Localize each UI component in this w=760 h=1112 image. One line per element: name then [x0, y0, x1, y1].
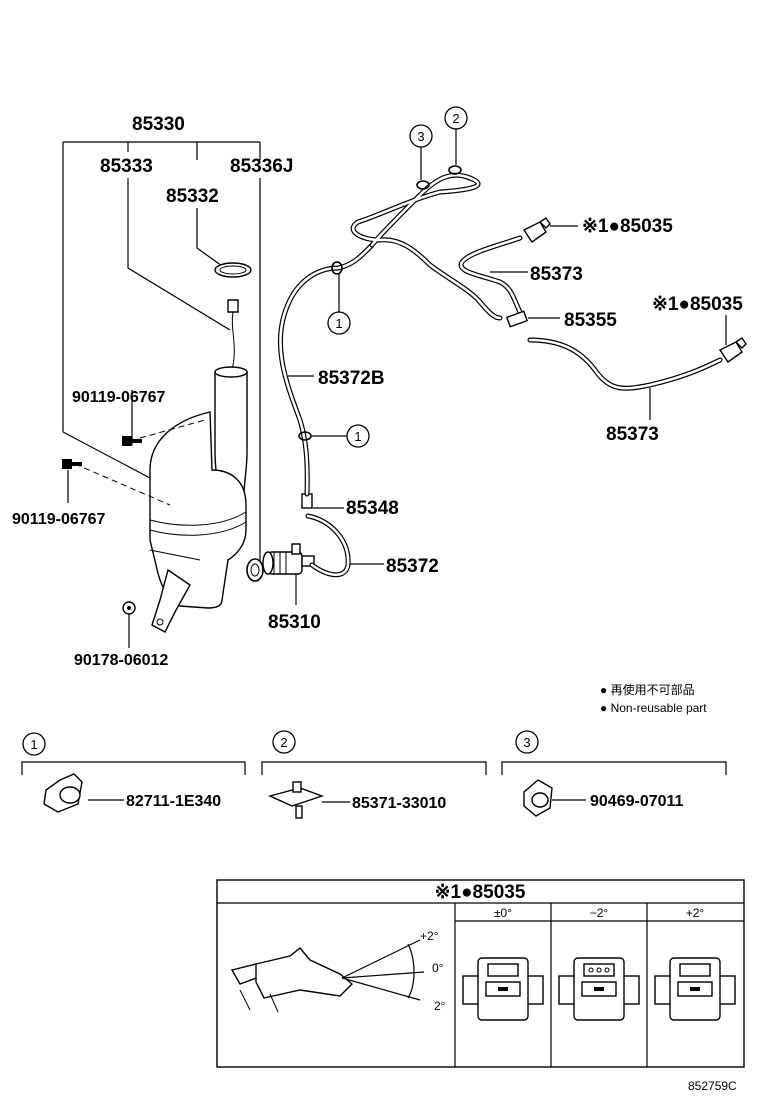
nozzle-lower-icon	[718, 337, 747, 363]
hose-network	[277, 165, 723, 578]
label-85332[interactable]: 85332	[166, 186, 219, 207]
label-85336J[interactable]: 85336J	[230, 156, 293, 177]
clip-bottom-icon	[122, 601, 136, 615]
svg-text:2: 2	[452, 111, 459, 126]
col-minus2: −2°	[590, 906, 609, 920]
connector-face-plus2	[654, 957, 736, 1021]
callout-1-hood[interactable]: 1	[327, 311, 351, 335]
clip-detail-3: 3 90469-07011	[501, 730, 727, 817]
svg-text:1: 1	[335, 316, 342, 331]
callout-1-hose[interactable]: 1	[346, 424, 370, 448]
label-nozzle-upper[interactable]: ※1●85035	[582, 216, 673, 237]
svg-text:1: 1	[30, 737, 37, 752]
connector-face-minus2	[558, 957, 640, 1021]
callout-2-top[interactable]: 2	[444, 106, 468, 130]
label-bolt-lower[interactable]: 90119-06767	[12, 511, 106, 528]
label-85372[interactable]: 85372	[386, 556, 439, 577]
angle-0: 0°	[432, 961, 444, 975]
svg-text:2: 2	[280, 735, 287, 750]
grommet-85336J	[246, 558, 264, 582]
clip-detail-2: 2 85371-33010	[261, 730, 487, 819]
label-85333[interactable]: 85333	[100, 156, 153, 177]
label-85348[interactable]: 85348	[346, 498, 399, 519]
bolt-lower-icon	[62, 459, 82, 469]
table-title: ※1●85035	[435, 882, 526, 903]
svg-text:3: 3	[523, 735, 530, 750]
legend-english: ● Non-reusable part	[600, 701, 707, 715]
col-plus2: +2°	[686, 906, 705, 920]
legend-japanese: ● 再使用不可部品	[600, 682, 695, 697]
nozzle-adjust-table: ※1●85035 ±0° −2° +2° +2° 0° 2°	[216, 879, 745, 1068]
svg-text:3: 3	[417, 129, 424, 144]
label-85355[interactable]: 85355	[564, 310, 617, 331]
angle-minus2: 2°	[434, 999, 446, 1013]
clip-1-part[interactable]: 82711-1E340	[126, 793, 221, 810]
label-bolt-upper[interactable]: 90119-06767	[72, 389, 166, 406]
label-85330[interactable]: 85330	[132, 114, 185, 135]
svg-text:1: 1	[354, 429, 361, 444]
connector-face-0	[462, 957, 544, 1021]
clip-detail-1: 1 82711-1E340	[21, 732, 246, 813]
bolt-upper-icon	[122, 436, 142, 446]
nozzle-upper-icon	[522, 217, 551, 243]
diagram-code: 852759C	[688, 1079, 737, 1093]
label-clip-bottom[interactable]: 90178-06012	[74, 652, 168, 669]
callout-3-top[interactable]: 3	[409, 124, 433, 148]
label-nozzle-lower[interactable]: ※1●85035	[652, 294, 743, 315]
label-85372B[interactable]: 85372B	[318, 368, 385, 389]
label-hose-upper[interactable]: 85373	[530, 264, 583, 285]
clip-3-part[interactable]: 90469-07011	[590, 793, 684, 810]
cap-85332	[214, 262, 252, 278]
level-gauge	[227, 299, 239, 313]
label-hose-lower[interactable]: 85373	[606, 424, 659, 445]
clip-2-part[interactable]: 85371-33010	[352, 795, 446, 812]
joint-85355	[505, 310, 529, 328]
label-85310[interactable]: 85310	[268, 612, 321, 633]
pump-85310	[262, 543, 315, 575]
washer-tank-illustration	[74, 262, 252, 633]
angle-plus2: +2°	[420, 929, 439, 943]
col-0: ±0°	[494, 906, 512, 920]
